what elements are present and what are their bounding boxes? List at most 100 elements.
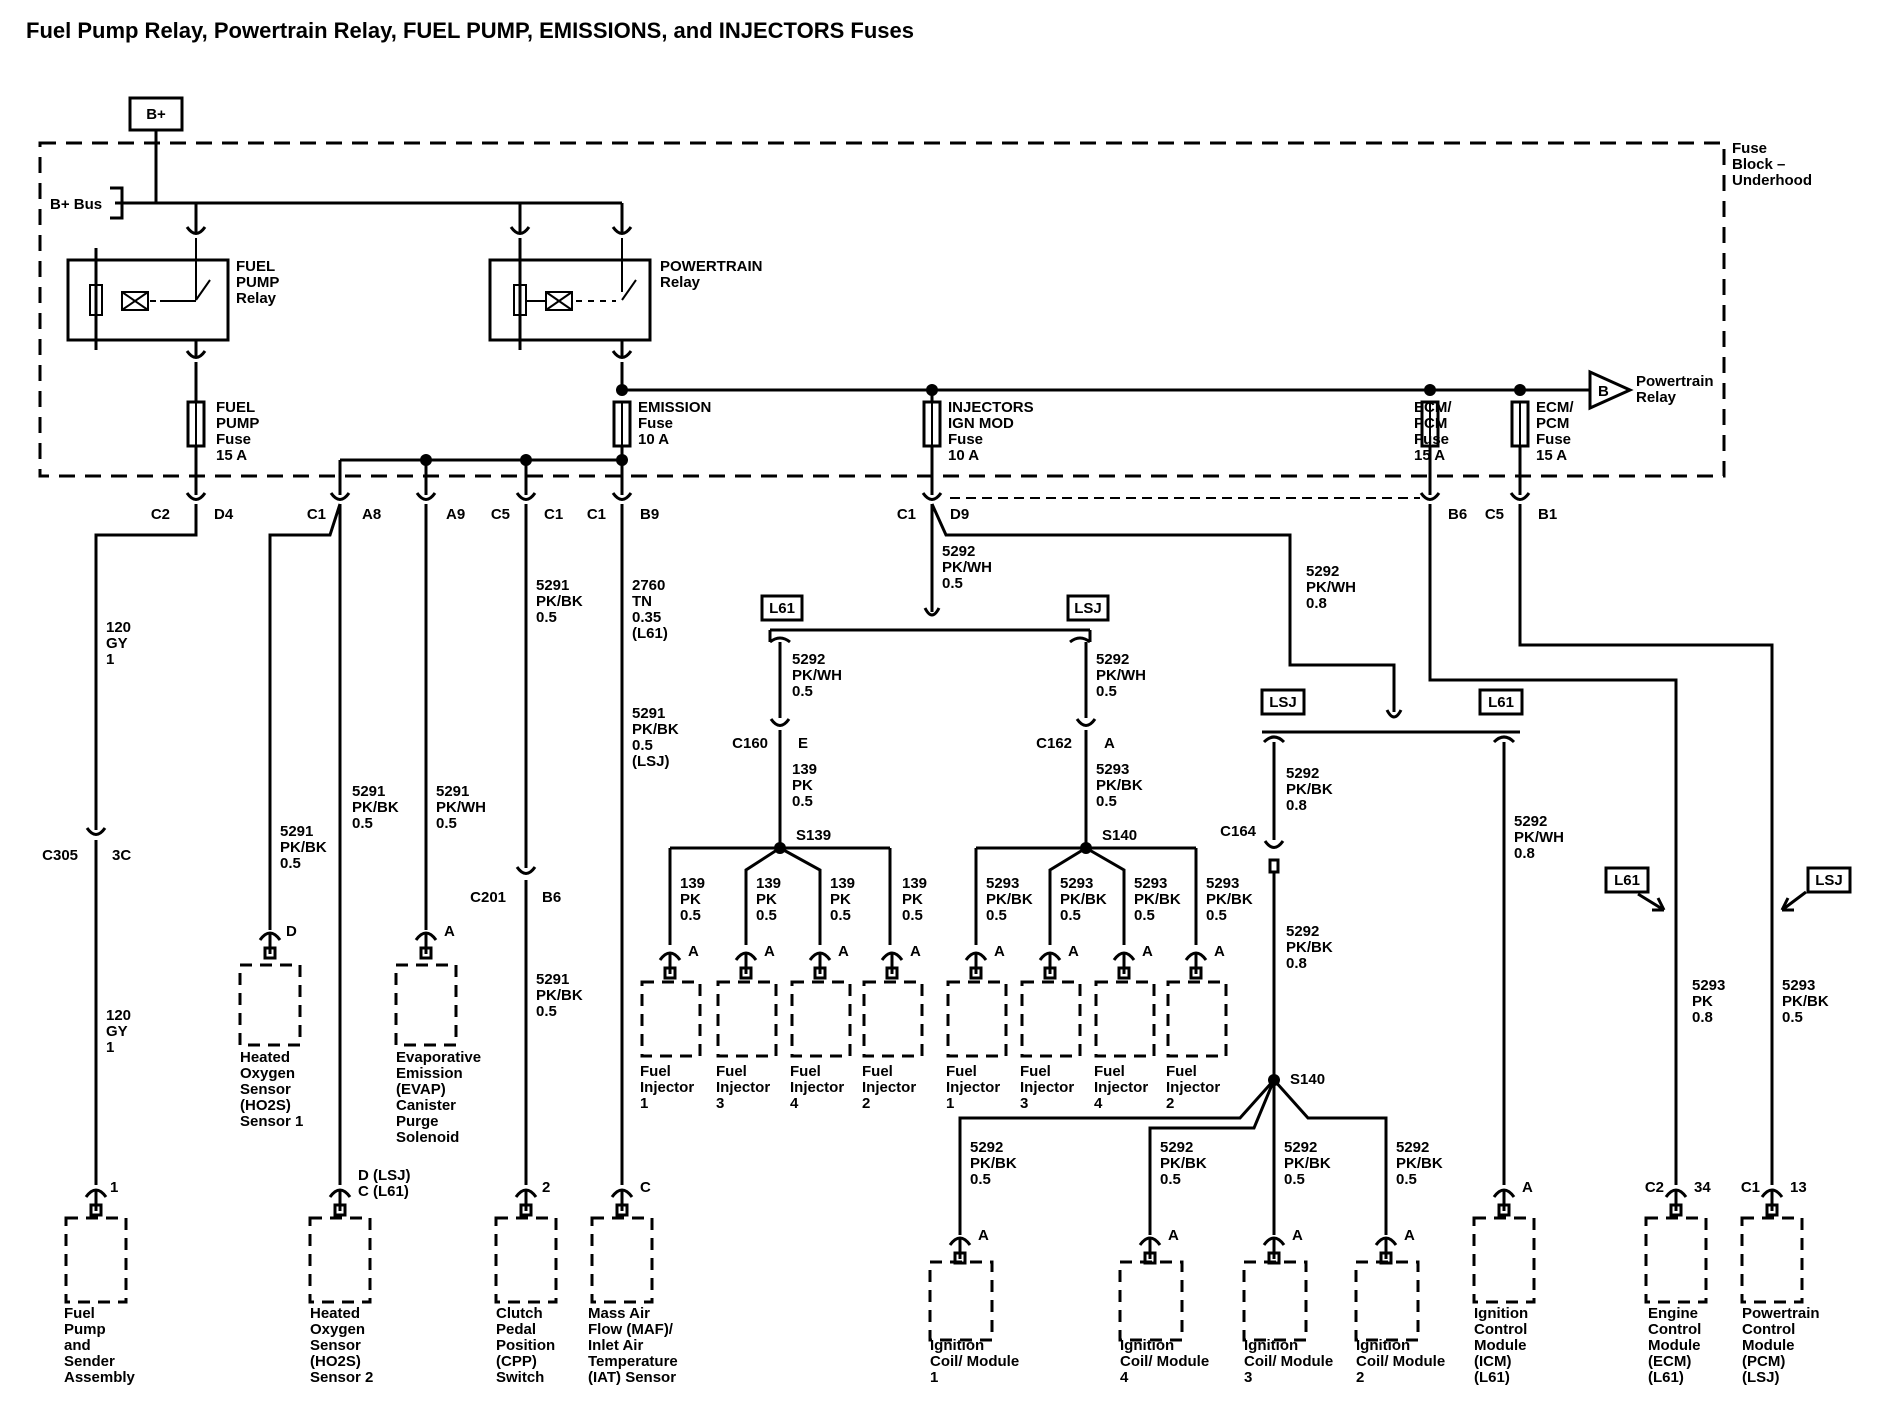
fp-relay-contact-arm: [195, 279, 211, 301]
injA-component-2: [790, 980, 852, 1058]
injA-label-1-line: Fuel: [716, 1063, 747, 1080]
coil-1-wire: [958, 1078, 1276, 1235]
icm-terminal-cup: [1492, 1188, 1516, 1198]
fp-relay-resistor: [89, 284, 103, 316]
offpage-letter: B: [1598, 383, 1609, 400]
injectors-fuse-label-line: IGN MOD: [948, 415, 1014, 432]
injA-label-0-line: Injector: [640, 1079, 694, 1096]
icm-pin: A: [1522, 1179, 1533, 1196]
ho2s1-wire: [268, 503, 342, 930]
ecm-fuse-1-label-line: PCM: [1414, 415, 1447, 432]
wire-5292-c164a-line: 0.8: [1286, 797, 1307, 814]
wire-5293-inj-3-line: 0.5: [1206, 907, 1227, 924]
ecm-fuse-2-label-line: Fuse: [1536, 431, 1571, 448]
wire-5292-lsj-line: PK/WH: [1096, 667, 1146, 684]
coil-label-3-line: Ignition: [1356, 1337, 1410, 1354]
wire-5292-coil-0-line: 0.5: [970, 1171, 991, 1188]
wire-2760-line: TN: [632, 593, 652, 610]
fuse-block-outline: [38, 141, 1726, 478]
ho2s1-label-line: Sensor: [240, 1081, 291, 1098]
opt-lsja-frame: [1066, 594, 1110, 622]
wire-5291-lsj-line: 0.5: [632, 737, 653, 754]
fp-relay-in-cup: [185, 226, 207, 235]
wire-5291-lsj-line: 5291: [632, 705, 665, 722]
maf-label-line: Temperature: [588, 1353, 678, 1370]
injB-terminal-2-pin: [1117, 966, 1131, 980]
wire-5292-coil-2-line: 5292: [1284, 1139, 1317, 1156]
wire-5293-c162-line: PK/BK: [1096, 777, 1143, 794]
wire-5291-c5-line: 5291: [536, 577, 569, 594]
wire-5292-l61-line: PK/WH: [792, 667, 842, 684]
ecm-conn: C2: [1645, 1179, 1664, 1196]
fuel-pump-pin: 1: [110, 1179, 118, 1196]
wire-5291-cpp-line: 5291: [536, 971, 569, 988]
injB-4-wire: [1085, 846, 1126, 945]
wire-139-line: 0.5: [792, 793, 813, 810]
ecm-label-line: Module: [1648, 1337, 1701, 1354]
fuel-pump-fuse-label-line: 15 A: [216, 447, 247, 464]
injB-label-2-line: Fuel: [1094, 1063, 1125, 1080]
cpp-label-line: Switch: [496, 1369, 544, 1386]
conn-c201-pin: B6: [542, 889, 561, 906]
wire-5291-c5-line: PK/BK: [536, 593, 583, 610]
fuel-pump-wire-1: [94, 504, 198, 830]
wire-139-inj-2-line: 139: [830, 875, 855, 892]
conn-c5a: C5: [491, 506, 510, 523]
pcm-label-line: (LSJ): [1742, 1369, 1780, 1386]
pt-bus-node: [616, 384, 628, 396]
d9-right-wire: [930, 503, 1396, 712]
coil-component-2: [1242, 1260, 1308, 1342]
coil-component-3: [1354, 1260, 1420, 1342]
injA-terminal-3-pin: [885, 966, 899, 980]
injB-label-1-line: Fuel: [1020, 1063, 1051, 1080]
ecm-fuse-1-label-line: Fuse: [1414, 431, 1449, 448]
coil-label-1-line: Coil/ Module: [1120, 1353, 1209, 1370]
injB-label-3-line: Fuel: [1166, 1063, 1197, 1080]
wire-5291-c5-line: 0.5: [536, 609, 557, 626]
conn-3c: 3C: [112, 847, 131, 864]
evap-terminal-cup: [414, 931, 438, 941]
wire-5292-coil-1-line: PK/BK: [1160, 1155, 1207, 1172]
wire-5291-ho1-line: 5291: [280, 823, 313, 840]
wire-5291-ho1-line: 0.5: [280, 855, 301, 872]
injectors-fuse-label-line: 10 A: [948, 447, 979, 464]
wire-5293-inj-0-line: PK/BK: [986, 891, 1033, 908]
fuel-pump-label-line: Fuel: [64, 1305, 95, 1322]
wire-5293-c162-line: 5293: [1096, 761, 1129, 778]
ecm-label-line: Engine: [1648, 1305, 1698, 1322]
wire-5293-inj-3-line: PK/BK: [1206, 891, 1253, 908]
injB-terminal-3-cup: [1184, 951, 1208, 961]
coil-terminal-0-cup: [948, 1236, 972, 1246]
injB-pin-3: A: [1214, 943, 1225, 960]
injB-terminal-1-pin: [1043, 966, 1057, 980]
pt-relay-coil-x2: [545, 291, 573, 311]
fuse-block-label-line: Underhood: [1732, 172, 1812, 189]
ho2s1-terminal-pin: [263, 946, 277, 960]
injA-terminal-3-cup: [880, 951, 904, 961]
wire-5292-lsj-line: 0.5: [1096, 683, 1117, 700]
fuel-pump-terminal-pin: [89, 1203, 103, 1217]
wire-5293-inj-1-line: 5293: [1060, 875, 1093, 892]
pcm-label-line: Powertrain: [1742, 1305, 1820, 1322]
icm-label-line: (ICM): [1474, 1353, 1512, 1370]
wire-5291-evap-line: 0.5: [436, 815, 457, 832]
emission-bus-node: [616, 454, 628, 466]
maf-terminal-cup: [610, 1188, 634, 1198]
injA-label-1-line: Injector: [716, 1079, 770, 1096]
